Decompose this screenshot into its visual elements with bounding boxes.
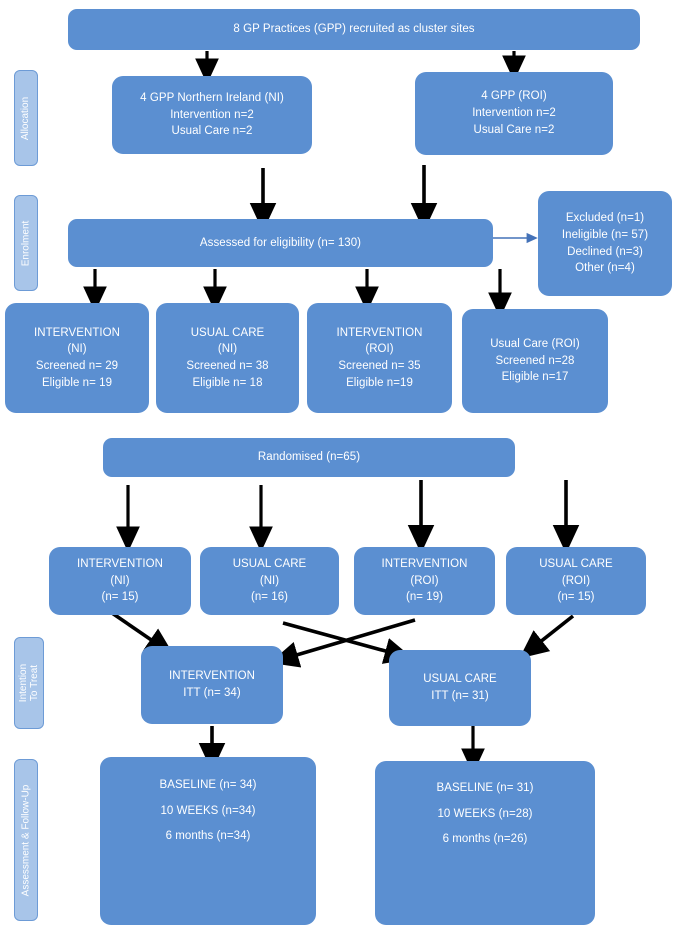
arrow-group1-to-itt-intervention: [110, 611, 175, 656]
box-randomised-intervention-ni-line-1: INTERVENTION: [76, 557, 163, 570]
box-followup-usual-care: BASELINE (n= 31) 10 WEEKS (n=28) 6 month…: [375, 761, 595, 925]
box-screening-intervention-ni-line-1: INTERVENTION: [33, 326, 120, 339]
arrow-group2-to-itt-usual-care: [282, 621, 414, 664]
box-randomised-intervention-ni-line-2: (NI): [110, 574, 130, 587]
box-randomised-intervention-roi-line-2: (ROI): [410, 574, 439, 587]
box-excluded-line-2: Ineligible (n= 57): [561, 228, 649, 241]
stage-label-allocation: Allocation: [14, 70, 38, 166]
stage-label-enrolment: Enrolment: [14, 195, 38, 291]
box-screening-usual-care-roi-line-2: Screened n=28: [495, 354, 575, 367]
box-screening-intervention-roi-line-3: Screened n= 35: [338, 360, 421, 372]
box-screening-usual-care-roi-line-3: Eligible n=17: [501, 371, 569, 384]
box-excluded: Excluded (n=1) Ineligible (n= 57) Declin…: [538, 191, 672, 296]
box-screening-usual-care-roi-line-1: Usual Care (ROI): [490, 337, 580, 350]
box-assessed-for-eligibility: Assessed for eligibility (n= 130): [68, 219, 493, 267]
box-randomised-line-1: Randomised (n=65): [257, 451, 361, 464]
box-assessed-for-eligibility-line-1: Assessed for eligibility (n= 130): [199, 236, 362, 249]
box-itt-usual-care-line-2: ITT (n= 31): [431, 690, 489, 702]
box-excluded-line-1: Excluded (n=1): [565, 212, 645, 225]
box-randomised-usual-care-roi: USUAL CARE (ROI) (n= 15): [506, 547, 646, 615]
stage-label-intention-to-treat-text: Intention To Treat: [18, 663, 40, 703]
box-screening-usual-care-roi: Usual Care (ROI) Screened n=28 Eligible …: [462, 309, 608, 413]
box-screening-intervention-ni-line-2: (NI): [67, 343, 87, 356]
stage-label-enrolment-text: Enrolment: [20, 220, 32, 266]
box-screening-intervention-roi: INTERVENTION (ROI) Screened n= 35 Eligib…: [307, 303, 452, 413]
box-randomised-usual-care-ni-line-2: (NI): [259, 574, 280, 587]
box-randomised-usual-care-ni-line-1: USUAL CARE: [232, 557, 307, 570]
box-randomised-intervention-roi: INTERVENTION (ROI) (n= 19): [354, 547, 495, 615]
box-randomised-intervention-ni-line-3: (n= 15): [101, 591, 139, 604]
box-screening-usual-care-ni-line-3: Screened n= 38: [186, 360, 269, 372]
box-gpp-roi-line-3: Usual Care n=2: [473, 123, 555, 136]
box-followup-usual-care-line-1: BASELINE (n= 31): [436, 782, 534, 794]
box-followup-usual-care-line-2: 10 WEEKS (n=28): [437, 807, 533, 820]
box-followup-intervention-line-2: 10 WEEKS (n=34): [160, 804, 256, 817]
box-gpp-northern-ireland: 4 GPP Northern Ireland (NI) Intervention…: [112, 76, 312, 154]
box-randomised-usual-care-ni-line-3: (n= 16): [250, 591, 289, 604]
box-randomised-intervention-roi-line-1: INTERVENTION: [381, 557, 468, 570]
box-followup-intervention-line-1: BASELINE (n= 34): [159, 779, 257, 791]
box-gpp-roi-line-1: 4 GPP (ROI): [481, 90, 547, 103]
arrow-group4-to-itt-usual-care: [519, 614, 575, 659]
box-screening-usual-care-ni-line-2: (NI): [217, 343, 238, 356]
box-gpp-roi: 4 GPP (ROI) Intervention n=2 Usual Care …: [415, 72, 613, 155]
box-gpp-northern-ireland-line-2: Intervention n=2: [170, 108, 254, 121]
box-itt-intervention-line-1: INTERVENTION: [168, 670, 255, 683]
box-gp-practices: 8 GP Practices (GPP) recruited as cluste…: [68, 9, 640, 50]
box-followup-intervention: BASELINE (n= 34) 10 WEEKS (n=34) 6 month…: [100, 757, 316, 925]
box-randomised-usual-care-ni: USUAL CARE (NI) (n= 16): [200, 547, 339, 615]
stage-label-allocation-text: Allocation: [20, 96, 32, 140]
box-screening-intervention-roi-line-2: (ROI): [365, 343, 394, 356]
box-gpp-northern-ireland-line-1: 4 GPP Northern Ireland (NI): [140, 91, 284, 104]
box-screening-intervention-ni-line-3: Screened n= 29: [35, 360, 119, 372]
stage-label-assessment-follow-up-text: Assessment & Follow-Up: [20, 784, 32, 896]
box-randomised-usual-care-roi-line-2: (ROI): [561, 574, 591, 587]
box-randomised-intervention-roi-line-3: (n= 19): [405, 591, 444, 604]
stage-label-intention-to-treat: Intention To Treat: [14, 637, 44, 729]
stage-label-assessment-follow-up: Assessment & Follow-Up: [14, 759, 38, 921]
box-gpp-roi-line-2: Intervention n=2: [472, 107, 556, 120]
box-excluded-line-4: Other (n=4): [575, 262, 635, 275]
box-excluded-line-3: Declined (n=3): [567, 245, 643, 258]
box-followup-usual-care-line-3: 6 months (n=26): [442, 833, 528, 846]
box-gp-practices-line-1: 8 GP Practices (GPP) recruited as cluste…: [233, 23, 475, 36]
box-randomised-intervention-ni: INTERVENTION (NI) (n= 15): [49, 547, 191, 615]
box-screening-usual-care-ni-line-1: USUAL CARE: [190, 326, 265, 339]
box-followup-intervention-line-3: 6 months (n=34): [165, 830, 251, 843]
box-screening-usual-care-ni: USUAL CARE (NI) Screened n= 38 Eligible …: [156, 303, 299, 413]
box-gpp-northern-ireland-line-3: Usual Care n=2: [171, 125, 253, 138]
box-randomised-usual-care-roi-line-3: (n= 15): [557, 591, 595, 604]
box-itt-usual-care-line-1: USUAL CARE: [423, 673, 497, 686]
box-randomised-usual-care-roi-line-1: USUAL CARE: [539, 557, 613, 570]
box-screening-intervention-roi-line-1: INTERVENTION: [336, 326, 423, 339]
box-screening-intervention-roi-line-4: Eligible n=19: [346, 376, 413, 389]
box-itt-usual-care: USUAL CARE ITT (n= 31): [389, 650, 531, 726]
box-screening-usual-care-ni-line-4: Eligible n= 18: [192, 376, 263, 389]
box-itt-intervention-line-2: ITT (n= 34): [183, 687, 241, 699]
box-randomised: Randomised (n=65): [103, 438, 515, 477]
box-screening-intervention-ni: INTERVENTION (NI) Screened n= 29 Eligibl…: [5, 303, 149, 413]
box-screening-intervention-ni-line-4: Eligible n= 19: [41, 376, 113, 389]
box-itt-intervention: INTERVENTION ITT (n= 34): [141, 646, 283, 724]
